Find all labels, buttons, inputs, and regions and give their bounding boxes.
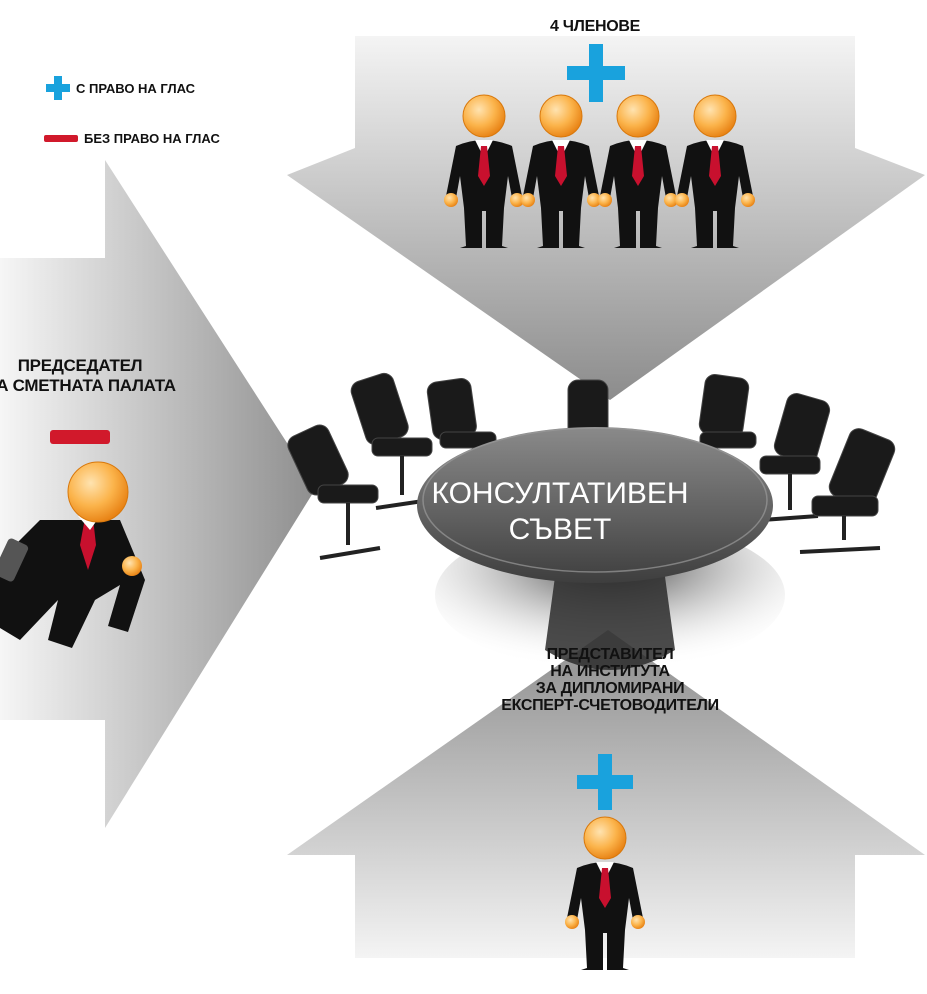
bottom-plus-icon (577, 754, 633, 810)
legend-non-voting: БЕЗ ПРАВО НА ГЛАС (44, 131, 220, 146)
chair-6 (759, 393, 831, 522)
chairman-walking-figure (0, 430, 145, 648)
chairman-label: ПРЕДСЕДАТЕЛ НА СМЕТНАТА ПАЛАТА (0, 356, 176, 395)
conference-table (417, 427, 773, 583)
minus-icon (44, 135, 78, 142)
chair-3 (426, 378, 497, 449)
legend-voting: С ПРАВО НА ГЛАС (46, 76, 195, 100)
top-arrow (287, 36, 925, 400)
chair-5 (698, 374, 757, 449)
top-member-3 (598, 94, 678, 248)
chair-1 (287, 424, 381, 560)
top-plus-icon (567, 44, 625, 102)
representative-person (565, 816, 645, 970)
top-member-2 (521, 94, 601, 248)
chairs (287, 372, 896, 560)
institute-representative-figure (565, 816, 645, 970)
chair-2 (350, 372, 433, 510)
left-minus-icon (50, 430, 110, 444)
top-member-1 (444, 94, 524, 248)
top-member-4 (675, 94, 755, 248)
left-arrow (0, 160, 316, 828)
representative-label: ПРЕДСТАВИТЕЛ НА ИНСТИТУТА ЗА ДИПЛОМИРАНИ… (501, 646, 719, 714)
top-group-label: 4 ЧЛЕНОВЕ (549, 18, 640, 35)
chair-7 (799, 428, 896, 554)
top-group-members (444, 94, 755, 248)
plus-icon (46, 76, 70, 100)
council-title: КОНСУЛТАТИВЕН СЪВЕТ (431, 477, 689, 546)
